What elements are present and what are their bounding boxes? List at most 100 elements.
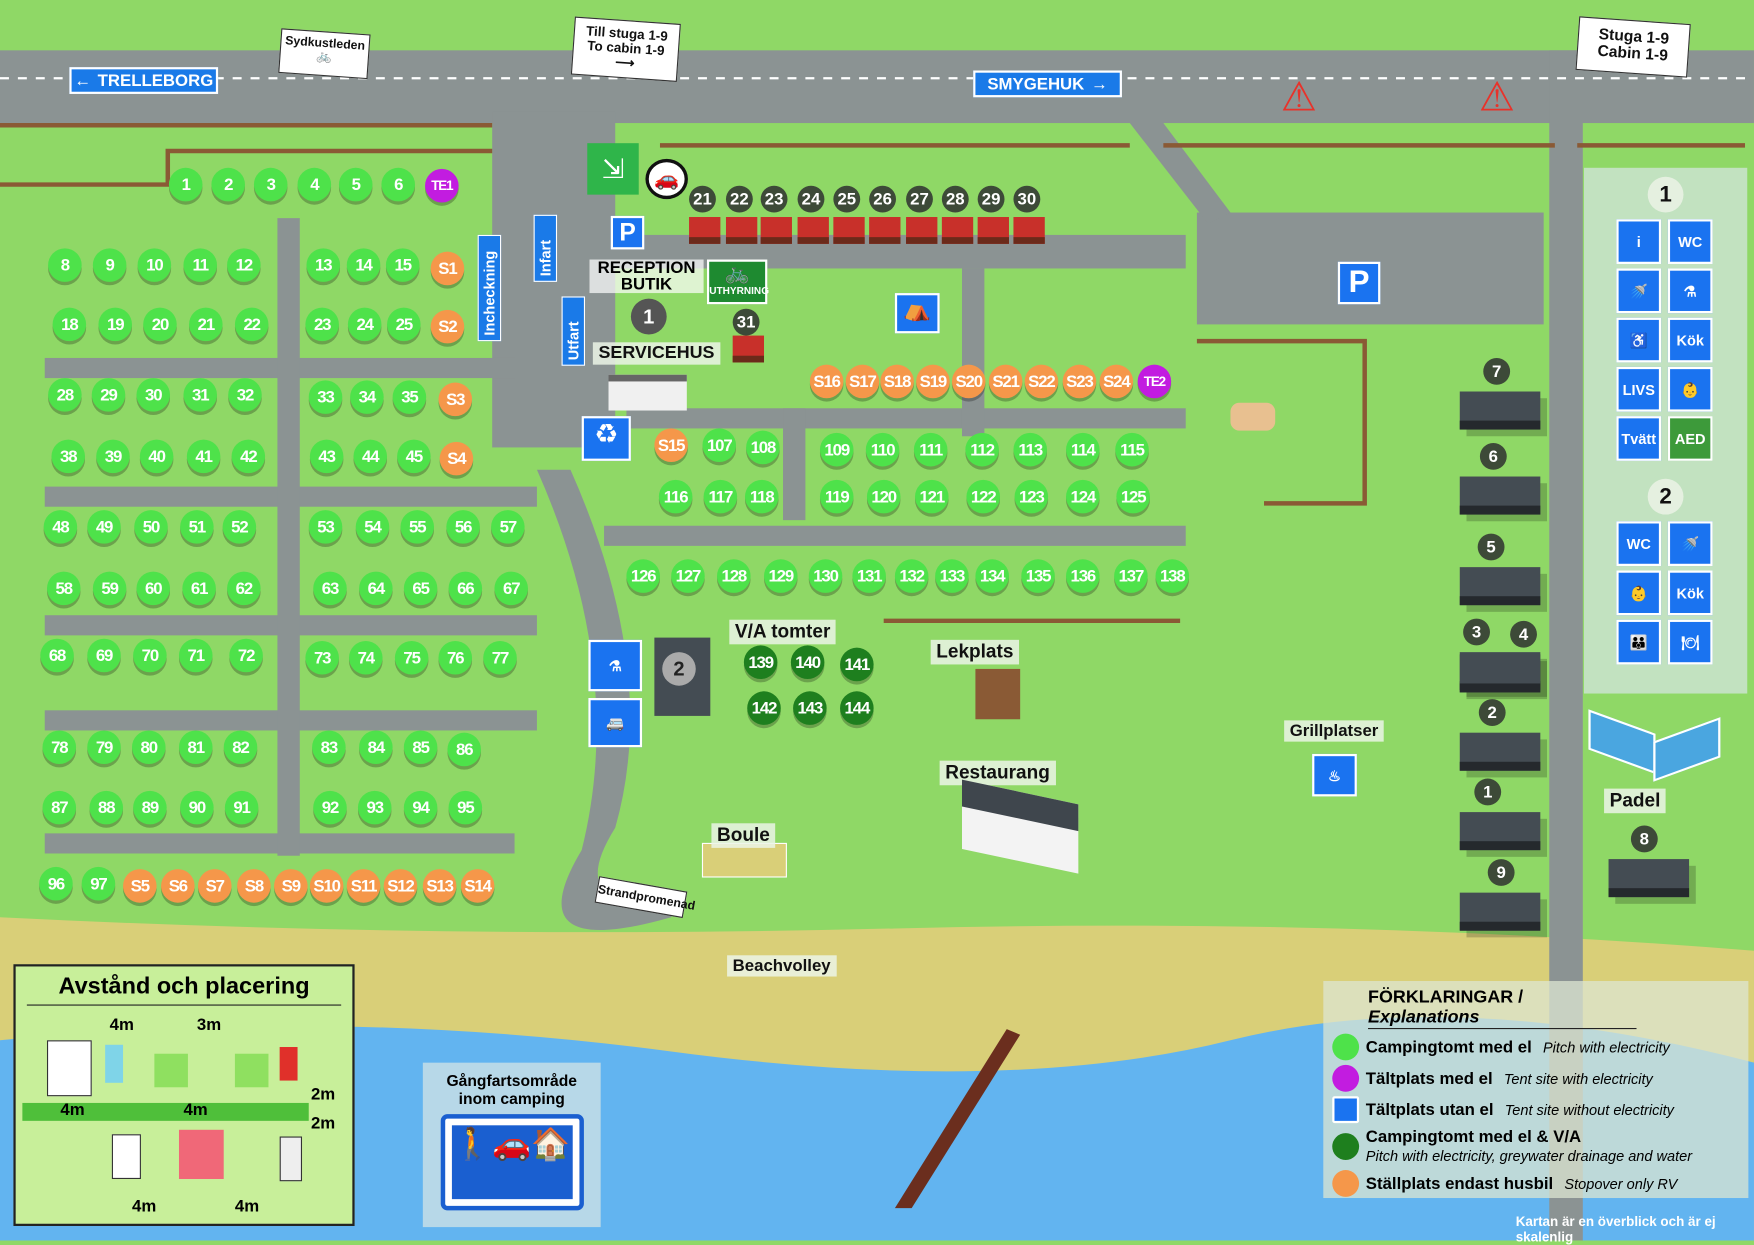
small-cabin-31-number[interactable]: 31	[732, 308, 760, 336]
pitch-120[interactable]: 120	[866, 479, 901, 514]
pitch-s3[interactable]: S3	[438, 382, 473, 417]
pitch-38[interactable]: 38	[51, 439, 86, 474]
pitch-11[interactable]: 11	[183, 248, 218, 282]
pitch-71[interactable]: 71	[178, 638, 213, 673]
pitch-s13[interactable]: S13	[422, 869, 457, 903]
pitch-119[interactable]: 119	[819, 479, 854, 514]
pitch-s9[interactable]: S9	[274, 869, 308, 903]
pitch-9[interactable]: 9	[92, 248, 127, 282]
pitch-39[interactable]: 39	[96, 439, 130, 474]
stuga-9-number[interactable]: 9	[1487, 859, 1515, 886]
pitch-80[interactable]: 80	[131, 730, 166, 765]
pitch-te2[interactable]: TE2	[1137, 364, 1172, 399]
pitch-85[interactable]: 85	[403, 730, 438, 765]
pitch-s24[interactable]: S24	[1099, 364, 1134, 399]
stuga-8[interactable]	[1608, 859, 1690, 898]
pitch-48[interactable]: 48	[43, 510, 78, 544]
pitch-45[interactable]: 45	[397, 439, 431, 474]
pitch-s4[interactable]: S4	[439, 441, 474, 476]
pitch-122[interactable]: 122	[966, 479, 1001, 514]
pitch-19[interactable]: 19	[98, 307, 132, 342]
pitch-88[interactable]: 88	[89, 790, 124, 825]
pitch-s11[interactable]: S11	[346, 869, 381, 903]
pitch-90[interactable]: 90	[180, 790, 214, 825]
pitch-97[interactable]: 97	[81, 866, 116, 901]
pitch-s17[interactable]: S17	[845, 364, 880, 399]
stuga-6-number[interactable]: 6	[1479, 442, 1507, 470]
pitch-95[interactable]: 95	[448, 790, 483, 825]
stuga-5[interactable]	[1459, 567, 1541, 606]
pitch-56[interactable]: 56	[446, 510, 480, 544]
pitch-15[interactable]: 15	[385, 248, 420, 282]
pitch-81[interactable]: 81	[178, 730, 213, 765]
pitch-73[interactable]: 73	[305, 640, 339, 675]
pitch-66[interactable]: 66	[448, 571, 483, 606]
pitch-s16[interactable]: S16	[809, 364, 844, 399]
stuga-2-number[interactable]: 2	[1478, 699, 1506, 726]
pitch-21[interactable]: 21	[189, 307, 223, 342]
small-cabin-25-number[interactable]: 25	[833, 185, 861, 213]
pitch-s23[interactable]: S23	[1062, 364, 1097, 399]
pitch-68[interactable]: 68	[40, 638, 74, 673]
pitch-70[interactable]: 70	[133, 638, 167, 673]
pitch-32[interactable]: 32	[228, 378, 262, 412]
pitch-67[interactable]: 67	[494, 571, 528, 606]
pitch-141[interactable]: 141	[840, 647, 874, 682]
pitch-s15[interactable]: S15	[654, 428, 688, 462]
pitch-40[interactable]: 40	[139, 439, 174, 474]
pitch-61[interactable]: 61	[182, 571, 216, 606]
small-cabin-28-number[interactable]: 28	[941, 185, 969, 213]
stuga-3-number[interactable]: 3	[1463, 618, 1490, 646]
pitch-s14[interactable]: S14	[460, 869, 495, 903]
pitch-s7[interactable]: S7	[197, 869, 232, 903]
pitch-133[interactable]: 133	[935, 559, 969, 593]
stuga-7-number[interactable]: 7	[1483, 357, 1511, 385]
small-cabin-29-number[interactable]: 29	[977, 185, 1005, 213]
pitch-13[interactable]: 13	[306, 248, 341, 282]
stuga-6[interactable]	[1459, 476, 1541, 515]
pitch-129[interactable]: 129	[764, 559, 798, 593]
pitch-69[interactable]: 69	[87, 638, 121, 673]
pitch-127[interactable]: 127	[671, 559, 705, 593]
pitch-125[interactable]: 125	[1116, 479, 1150, 514]
pitch-134[interactable]: 134	[975, 559, 1009, 593]
pitch-139[interactable]: 139	[743, 645, 778, 679]
pitch-110[interactable]: 110	[865, 432, 900, 467]
stuga-4-number[interactable]: 4	[1510, 620, 1537, 648]
pitch-50[interactable]: 50	[134, 510, 168, 544]
pitch-49[interactable]: 49	[87, 510, 121, 544]
pitch-s8[interactable]: S8	[237, 869, 271, 903]
pitch-131[interactable]: 131	[852, 559, 886, 593]
pitch-24[interactable]: 24	[347, 307, 382, 342]
pitch-115[interactable]: 115	[1115, 432, 1149, 467]
pitch-20[interactable]: 20	[143, 307, 177, 342]
pitch-75[interactable]: 75	[394, 640, 429, 675]
pitch-143[interactable]: 143	[793, 691, 827, 725]
pitch-96[interactable]: 96	[39, 866, 73, 901]
pitch-31[interactable]: 31	[183, 378, 218, 412]
pitch-s22[interactable]: S22	[1024, 364, 1059, 399]
pitch-30[interactable]: 30	[136, 378, 171, 412]
small-cabin-24-number[interactable]: 24	[797, 185, 825, 213]
pitch-92[interactable]: 92	[313, 790, 347, 825]
pitch-34[interactable]: 34	[350, 380, 384, 414]
pitch-84[interactable]: 84	[359, 730, 393, 765]
pitch-42[interactable]: 42	[231, 439, 266, 474]
pitch-3[interactable]: 3	[253, 167, 288, 202]
small-cabin-30-number[interactable]: 30	[1013, 185, 1041, 213]
pitch-130[interactable]: 130	[808, 559, 843, 593]
pitch-132[interactable]: 132	[894, 559, 929, 593]
pitch-64[interactable]: 64	[359, 571, 393, 606]
pitch-86[interactable]: 86	[447, 732, 481, 767]
pitch-79[interactable]: 79	[87, 730, 121, 765]
pitch-109[interactable]: 109	[819, 432, 854, 467]
pitch-s10[interactable]: S10	[309, 869, 344, 903]
pitch-s21[interactable]: S21	[988, 364, 1023, 399]
pitch-55[interactable]: 55	[400, 510, 435, 544]
pitch-59[interactable]: 59	[92, 571, 127, 606]
pitch-33[interactable]: 33	[308, 380, 343, 414]
pitch-te1[interactable]: TE1	[425, 168, 459, 203]
pitch-35[interactable]: 35	[392, 380, 427, 414]
pitch-54[interactable]: 54	[355, 510, 390, 544]
pitch-113[interactable]: 113	[1013, 432, 1048, 467]
